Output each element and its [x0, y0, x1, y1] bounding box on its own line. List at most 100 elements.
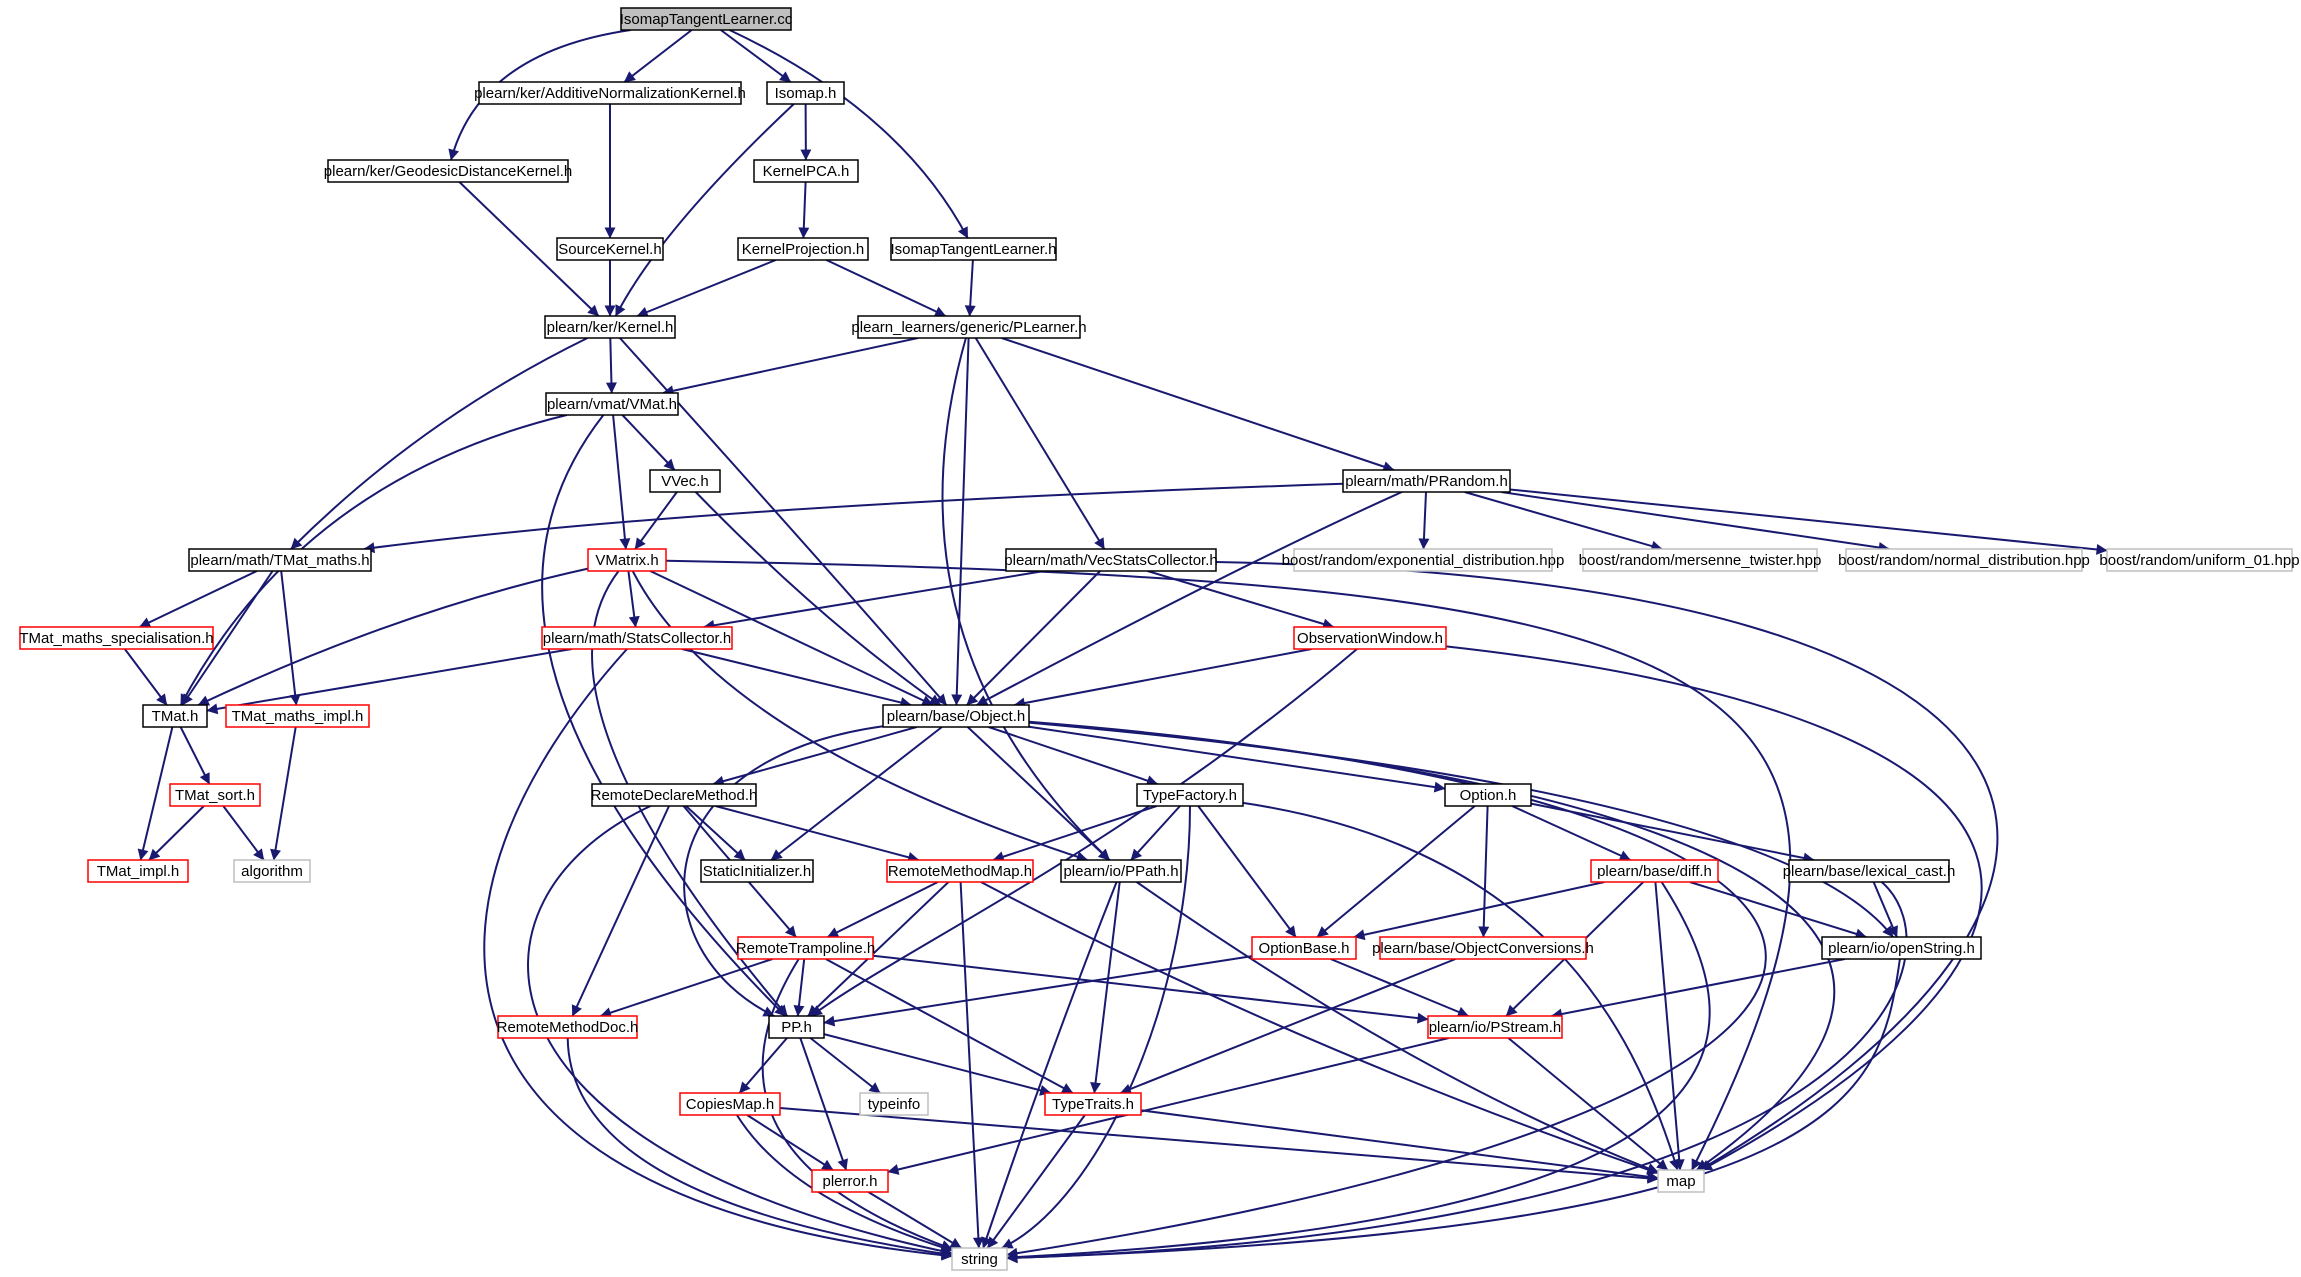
node-tmat[interactable]: TMat.h [142, 704, 208, 728]
node-label-objconv: plearn/base/ObjectConversions.h [1372, 940, 1594, 957]
node-option[interactable]: Option.h [1444, 783, 1532, 807]
node-label-tmatimplm: TMat_maths_impl.h [232, 708, 364, 725]
node-diff[interactable]: plearn/base/diff.h [1590, 859, 1719, 883]
edge-option-to-objconv [1478, 805, 1490, 938]
node-box-lexcast [1788, 859, 1950, 883]
node-root[interactable]: IsomapTangentLearner.cc [620, 7, 793, 31]
node-rtramp[interactable]: RemoteTrampoline.h [736, 936, 876, 960]
edge-tmatmaths-to-tmatimplm [280, 570, 301, 706]
node-vecstats[interactable]: plearn/math/VecStatsCollector.h [1004, 548, 1218, 572]
node-label-diff: plearn/base/diff.h [1597, 863, 1712, 880]
node-addnorm[interactable]: plearn/ker/AdditiveNormalizationKernel.h [474, 81, 746, 105]
edge-typefactory-to-string [1001, 805, 1191, 1249]
edge-pp-to-typetraits [823, 1033, 1052, 1096]
node-typetraits[interactable]: TypeTraits.h [1044, 1092, 1142, 1116]
node-optionbase[interactable]: OptionBase.h [1251, 936, 1357, 960]
node-vmat[interactable]: plearn/vmat/VMat.h [545, 392, 679, 416]
edge-kpca-to-kproj [798, 181, 810, 239]
node-label-prandom: plearn/math/PRandom.h [1345, 473, 1508, 490]
node-box-isomap [766, 81, 845, 105]
node-label-tmatsort: TMat_sort.h [175, 787, 255, 804]
node-label-plearner: plearn_learners/generic/PLearner.h [851, 319, 1086, 336]
node-tmatimplm[interactable]: TMat_maths_impl.h [225, 704, 370, 728]
node-label-vvec: VVec.h [661, 473, 709, 490]
node-label-tmatmaths: plearn/math/TMat_maths.h [190, 552, 369, 569]
edge-root-to-geodesic [448, 29, 631, 161]
edge-rmdoc-to-string [566, 1037, 953, 1259]
node-label-rmdoc: RemoteMethodDoc.h [497, 1019, 639, 1036]
edge-vmatrix-to-pp [591, 570, 788, 1017]
node-vvec[interactable]: VVec.h [649, 469, 721, 493]
node-perror[interactable]: plerror.h [811, 1169, 889, 1193]
node-itl[interactable]: IsomapTangentLearner.h [890, 237, 1057, 261]
node-isomap[interactable]: Isomap.h [766, 81, 845, 105]
node-openstring[interactable]: plearn/io/openString.h [1821, 936, 1982, 960]
edge-obswin-to-map [1445, 645, 1983, 1171]
node-box-source [556, 237, 664, 261]
node-box-rdm [591, 783, 757, 807]
node-pstream[interactable]: plearn/io/PStream.h [1427, 1015, 1563, 1039]
edge-prandom-to-bnorm [1501, 491, 1890, 553]
node-staticinit[interactable]: StaticInitializer.h [700, 859, 814, 883]
edge-vecstats-to-obswin [1147, 570, 1335, 630]
node-kproj[interactable]: KernelProjection.h [737, 237, 869, 261]
edge-rmm-to-rtramp [827, 881, 939, 938]
edge-object-to-rdm [712, 726, 917, 787]
node-box-typetraits [1044, 1092, 1142, 1116]
node-buni: boost/random/uniform_01.hpp [2099, 548, 2300, 572]
edge-diff-to-map [1654, 881, 1685, 1171]
node-box-rmm [886, 859, 1034, 883]
edge-tmatmaths-to-tmatspec [139, 570, 258, 628]
node-label-isomap: Isomap.h [775, 85, 837, 102]
node-label-object: plearn/base/Object.h [887, 708, 1025, 725]
node-string: string [951, 1247, 1008, 1271]
node-box-optionbase [1251, 936, 1357, 960]
node-box-geodesic [327, 159, 569, 183]
node-geodesic[interactable]: plearn/ker/GeodesicDistanceKernel.h [324, 159, 572, 183]
node-kernel[interactable]: plearn/ker/Kernel.h [544, 315, 676, 339]
node-kpca[interactable]: KernelPCA.h [753, 159, 859, 183]
edge-tmatmaths-to-tmat [181, 570, 274, 706]
node-pp[interactable]: PP.h [768, 1015, 825, 1039]
edge-copiesmap-to-map [779, 1107, 1659, 1184]
node-label-tmatspec: TMat_maths_specialisation.h [19, 630, 213, 647]
node-ppath[interactable]: plearn/io/PPath.h [1060, 859, 1182, 883]
node-tmatmaths[interactable]: plearn/math/TMat_maths.h [188, 548, 372, 572]
node-typefactory[interactable]: TypeFactory.h [1136, 783, 1244, 807]
edge-stats-to-tmat [206, 648, 572, 715]
node-copiesmap[interactable]: CopiesMap.h [679, 1092, 781, 1116]
node-tmatsort[interactable]: TMat_sort.h [169, 783, 261, 807]
node-label-vecstats: plearn/math/VecStatsCollector.h [1004, 552, 1217, 569]
node-box-vecstats [1005, 548, 1217, 572]
node-vmatrix[interactable]: VMatrix.h [587, 548, 667, 572]
graph-nodes: IsomapTangentLearner.cc plearn/ker/Additi… [19, 7, 2300, 1271]
node-rdm[interactable]: RemoteDeclareMethod.h [591, 783, 758, 807]
edge-vmatrix-to-ppath [631, 570, 1088, 862]
node-source[interactable]: SourceKernel.h [556, 237, 664, 261]
node-box-typeinfo [859, 1092, 929, 1116]
node-stats[interactable]: plearn/math/StatsCollector.h [541, 626, 733, 650]
node-plearner[interactable]: plearn_learners/generic/PLearner.h [851, 315, 1087, 339]
node-lexcast[interactable]: plearn/base/lexical_cast.h [1783, 859, 1956, 883]
edge-object-to-option [1028, 725, 1446, 793]
node-prandom[interactable]: plearn/math/PRandom.h [1342, 469, 1511, 493]
node-algorithm: algorithm [233, 859, 311, 883]
node-rmm[interactable]: RemoteMethodMap.h [886, 859, 1034, 883]
edge-geodesic-to-kernel [458, 181, 600, 317]
edge-rtramp-to-rmdoc [600, 958, 773, 1018]
node-tmatspec[interactable]: TMat_maths_specialisation.h [19, 626, 214, 650]
edge-object-to-typefactory [988, 726, 1158, 786]
edge-kernel-to-vmat [605, 337, 617, 394]
node-obswin[interactable]: ObservationWindow.h [1293, 626, 1447, 650]
node-objconv[interactable]: plearn/base/ObjectConversions.h [1372, 936, 1594, 960]
node-tmatimpl[interactable]: TMat_impl.h [87, 859, 189, 883]
node-rmdoc[interactable]: RemoteMethodDoc.h [497, 1015, 639, 1039]
edge-itl-to-plearner [964, 259, 976, 317]
edge-optionbase-to-pp [823, 955, 1253, 1027]
node-object[interactable]: plearn/base/Object.h [882, 704, 1030, 728]
edge-obswin-to-pp [810, 648, 1358, 1017]
edge-root-to-addnorm [623, 29, 693, 83]
edge-pp-to-copiesmap [738, 1037, 788, 1094]
edge-prandom-to-object [976, 491, 1403, 706]
edge-pstream-to-perror [887, 1037, 1450, 1175]
